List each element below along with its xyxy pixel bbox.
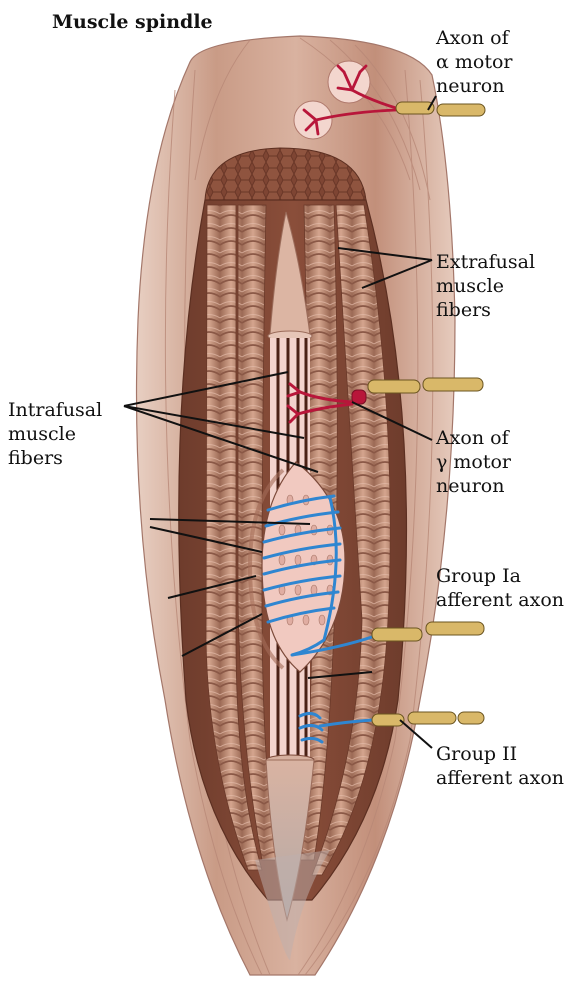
label-line: muscle	[436, 275, 504, 297]
label-line: neuron	[436, 475, 505, 497]
label-line: afferent axon	[436, 589, 565, 611]
label-intrafusal-fibers: Intrafusal muscle fibers	[8, 398, 102, 470]
label-line: fibers	[436, 299, 491, 321]
label-group-ia-afferent: Group Ia afferent axon	[436, 564, 564, 612]
label-line: muscle	[8, 423, 76, 445]
label-line: γ motor	[436, 451, 512, 473]
label-line: Intrafusal	[8, 399, 103, 421]
label-group-ii-afferent: Group II afferent axon	[436, 742, 564, 790]
label-line: afferent axon	[436, 767, 565, 789]
diagram-title: Muscle spindle	[52, 11, 213, 33]
label-extrafusal-fibers: Extrafusal muscle fibers	[436, 250, 535, 322]
label-line: Group II	[436, 743, 518, 765]
label-line: fibers	[8, 447, 63, 469]
label-line: Extrafusal	[436, 251, 536, 273]
label-line: α motor	[436, 51, 513, 73]
label-line: neuron	[436, 75, 505, 97]
label-line: Axon of	[436, 427, 509, 449]
label-alpha-motor-axon: Axon of α motor neuron	[436, 26, 512, 98]
label-gamma-motor-axon: Axon of γ motor neuron	[436, 426, 511, 498]
label-line: Axon of	[436, 27, 509, 49]
label-line: Group Ia	[436, 565, 521, 587]
